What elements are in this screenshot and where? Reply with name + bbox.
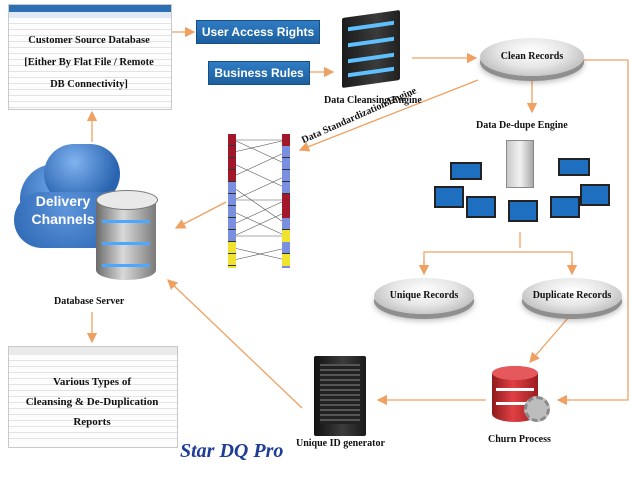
unique-records-label: Unique Records — [389, 290, 459, 301]
grid-right-yellow-2 — [282, 254, 290, 266]
source-db-line2: [Either By Flat File / Remote — [24, 57, 154, 68]
database-cylinder-icon — [96, 190, 158, 280]
unique-records-disk: Unique Records — [374, 278, 474, 314]
grid-left-column-mid — [228, 182, 236, 242]
laptop-icon — [550, 196, 580, 218]
server-rack-icon — [336, 9, 410, 90]
delivery-cloud-server-icon: Delivery Channels — [14, 142, 164, 302]
laptop-icon — [434, 186, 464, 208]
user-access-rights-box: User Access Rights — [196, 20, 320, 44]
delivery-channels-label: Delivery Channels — [28, 192, 98, 228]
laptop-icon — [508, 200, 538, 222]
business-rules-box: Business Rules — [208, 61, 310, 85]
arrow-duplicate-to-churn — [529, 317, 569, 363]
grid-right-red-1 — [282, 134, 290, 146]
laptop-icon — [466, 196, 496, 218]
duplicate-records-label: Duplicate Records — [532, 290, 612, 301]
standardization-grid — [224, 134, 296, 268]
cleansing-engine-label: Data Cleansing Engine — [324, 95, 422, 106]
grid-right-red-2 — [282, 194, 290, 218]
gear-icon — [524, 396, 550, 422]
laptop-icon — [580, 184, 610, 206]
arrow-clean-to-churn — [556, 59, 629, 406]
grid-left-column-bottom — [228, 242, 236, 268]
delivery-line2: Channels — [31, 211, 95, 227]
churn-process-label: Churn Process — [488, 434, 551, 445]
source-database-sheet — [8, 4, 172, 110]
arrow-split-branches — [423, 251, 573, 272]
uid-generator-tower-icon — [304, 356, 376, 438]
source-database-label: Customer Source Database [Either By Flat… — [8, 30, 170, 96]
dedupe-engine-icon — [430, 132, 610, 232]
arrow-uid-to-server — [167, 279, 303, 409]
database-server-label: Database Server — [54, 296, 125, 307]
reports-line3: Reports — [73, 416, 111, 428]
grid-right-yellow-1 — [282, 230, 290, 242]
dedupe-engine-label: Data De-dupe Engine — [476, 120, 568, 131]
source-db-line1: Customer Source Database — [28, 35, 150, 46]
duplicate-records-disk: Duplicate Records — [522, 278, 622, 314]
arrow-clean-to-grid — [298, 79, 479, 152]
reports-sheet — [8, 346, 178, 448]
laptop-icon — [450, 162, 482, 180]
grid-crosslines — [233, 139, 287, 261]
delivery-line1: Delivery — [35, 193, 91, 209]
source-db-line3: DB Connectivity] — [50, 79, 128, 90]
churn-process-icon — [488, 366, 552, 428]
reports-line2: Cleansing & De-Duplication — [25, 396, 159, 408]
dedupe-tower-icon — [506, 140, 534, 188]
arrow-grid-to-server — [174, 201, 227, 229]
uid-generator-label: Unique ID generator — [296, 438, 385, 449]
reports-line1: Various Types of — [52, 376, 132, 388]
clean-records-label: Clean Records — [500, 51, 564, 62]
laptop-icon — [558, 158, 590, 176]
reports-label: Various Types of Cleansing & De-Duplicat… — [8, 372, 176, 432]
clean-records-disk: Clean Records — [480, 38, 584, 76]
brand-title: Star DQ Pro — [180, 440, 284, 462]
